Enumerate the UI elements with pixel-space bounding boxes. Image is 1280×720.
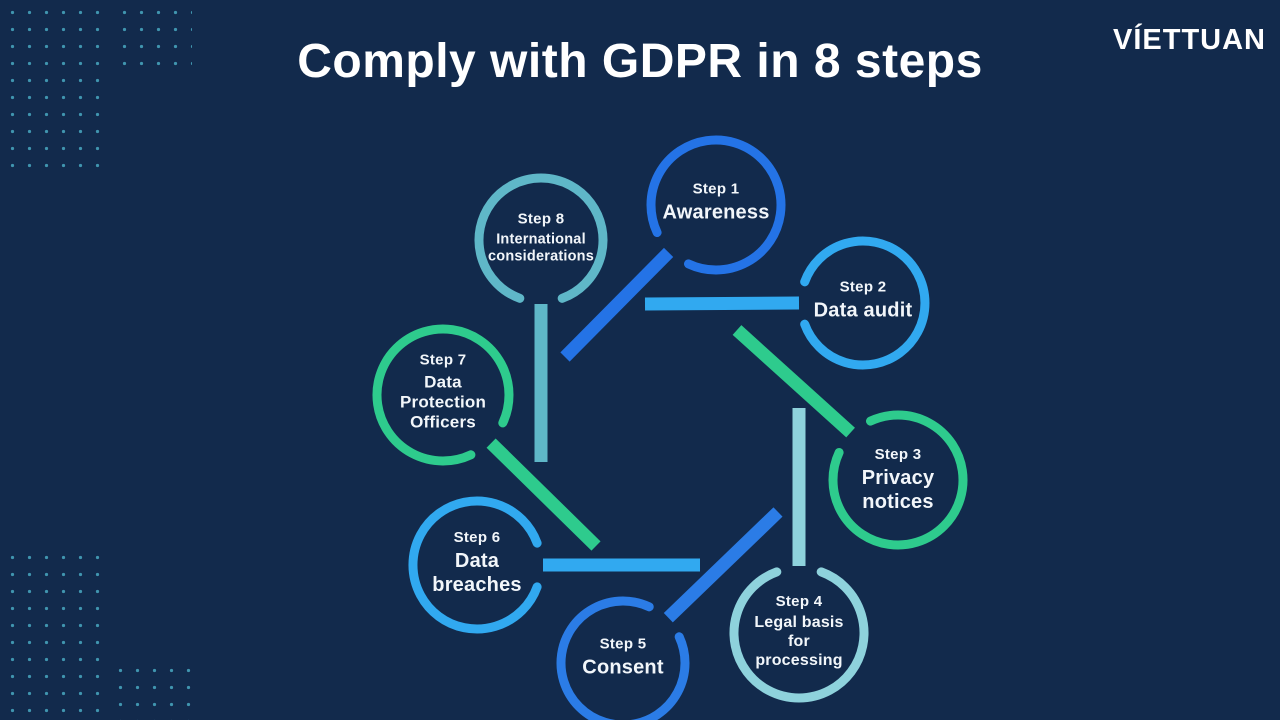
step-3-title: Privacy notices [861,466,935,513]
step-4-ring [729,567,869,703]
step-7-tail-connector [486,438,601,551]
step-5-node: Step 5 Consent [548,636,698,681]
step-5-label: Step 5 [599,635,647,653]
step-6-label: Step 6 [453,528,501,546]
step-1-title: Awareness [662,201,770,224]
step-8-node: Step 8 International considerations [461,210,621,265]
step-2-label: Step 2 [839,278,887,296]
dot-grid-decoration [0,545,102,720]
step-1-ring [646,135,786,275]
step-3-node: Step 3 Privacy notices [833,446,963,514]
step-7-label: Step 7 [419,351,467,369]
step-2-ring [800,236,930,370]
step-5-ring [556,596,690,720]
step-5-title: Consent [582,656,664,679]
brand-logo: VÍETTUAN [1113,24,1266,56]
step-6-node: Step 6 Data breaches [412,529,542,597]
step-7-ring [372,324,514,466]
page-title: Comply with GDPR in 8 steps [297,35,983,88]
step-1-label: Step 1 [692,180,740,198]
step-8-title: International considerations [488,231,594,265]
step-3-tail-connector [732,325,855,438]
step-7-node: Step 7 Data Protection Officers [373,351,513,432]
step-7-title: Data Protection Officers [399,372,487,432]
step-1-node: Step 1 Awareness [641,181,791,226]
dot-grid-decoration [0,0,108,178]
step-2-title: Data audit [813,299,913,322]
step-8-label: Step 8 [517,210,565,228]
step-3-ring [828,410,968,550]
step-3-label: Step 3 [874,445,922,463]
step-5-tail-connector [663,507,783,623]
step-4-node: Step 4 Legal basis for processing [734,593,864,671]
step-4-title: Legal basis for processing [754,614,844,669]
dot-grid-decoration [112,0,192,74]
step-8-ring [474,173,608,303]
step-1-tail-connector [560,247,674,362]
step-2-tail-connector [644,296,800,311]
step-4-label: Step 4 [775,593,823,611]
step-6-ring [408,496,542,634]
step-6-title: Data breaches [432,549,522,596]
step-2-node: Step 2 Data audit [788,279,938,324]
dot-grid-decoration [108,658,194,720]
